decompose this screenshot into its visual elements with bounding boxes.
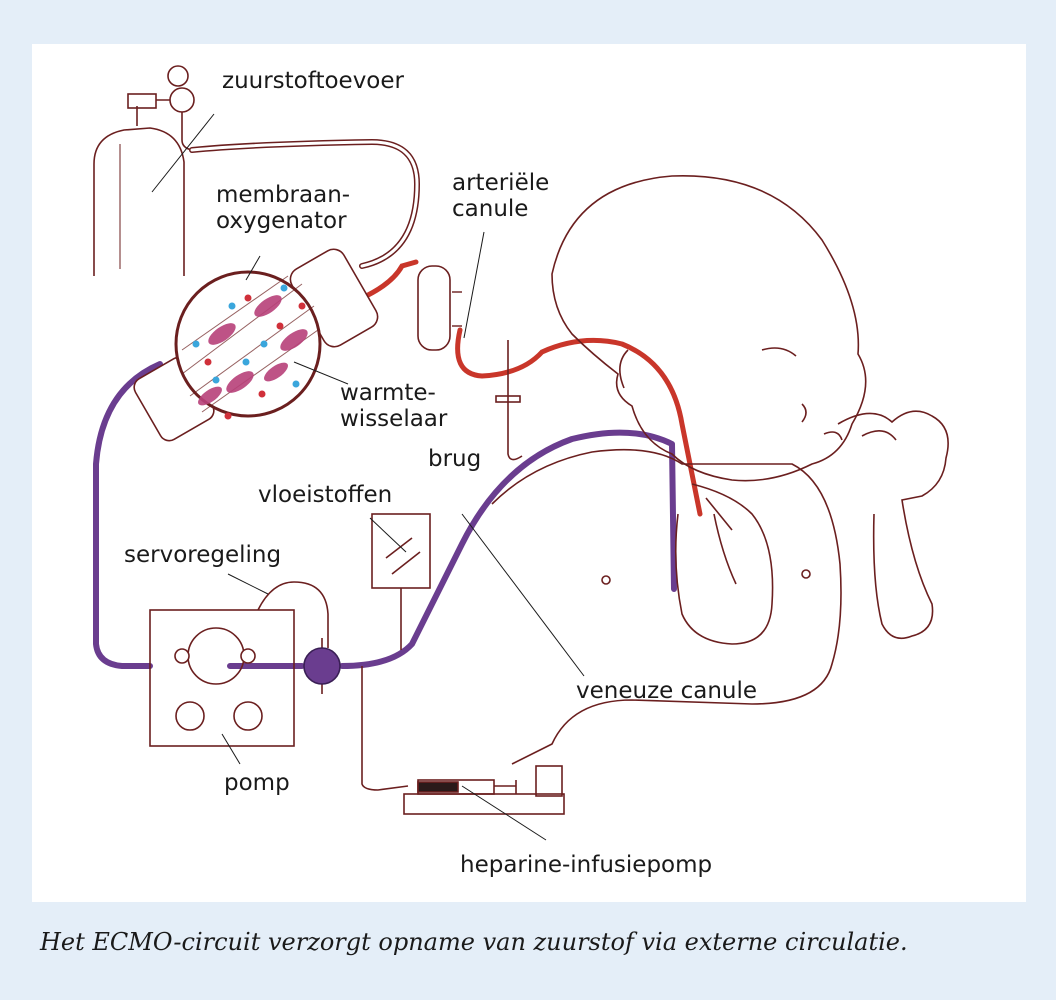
pump (150, 610, 294, 746)
servo-control-line (258, 582, 328, 648)
label-bridge: brug (428, 446, 481, 472)
label-membrane-oxygenator: membraan- oxygenator (216, 182, 350, 234)
infant-illustration (492, 176, 948, 764)
heat-exchanger (418, 266, 462, 350)
label-fluids: vloeistoffen (258, 482, 392, 508)
figure-panel: zuurstoftoevoer membraan- oxygenator art… (32, 44, 1026, 902)
label-pump: pomp (224, 770, 290, 796)
label-arterial-cannula: arteriële canule (452, 170, 549, 222)
servo-sensor (304, 638, 340, 694)
label-heat-exchanger: warmte- wisselaar (340, 380, 447, 432)
figure-caption: Het ECMO-circuit verzorgt opname van zuu… (40, 928, 908, 956)
label-servo-control: servoregeling (124, 542, 281, 568)
heparin-line (362, 666, 408, 790)
label-oxygen-supply: zuurstoftoevoer (222, 68, 404, 94)
oxygen-cylinder (94, 66, 194, 276)
label-heparin-pump: heparine-infusiepomp (460, 852, 712, 878)
bridge (496, 340, 522, 460)
heparin-infusion-pump (404, 766, 564, 814)
label-venous-cannula: veneuze canule (576, 678, 757, 704)
